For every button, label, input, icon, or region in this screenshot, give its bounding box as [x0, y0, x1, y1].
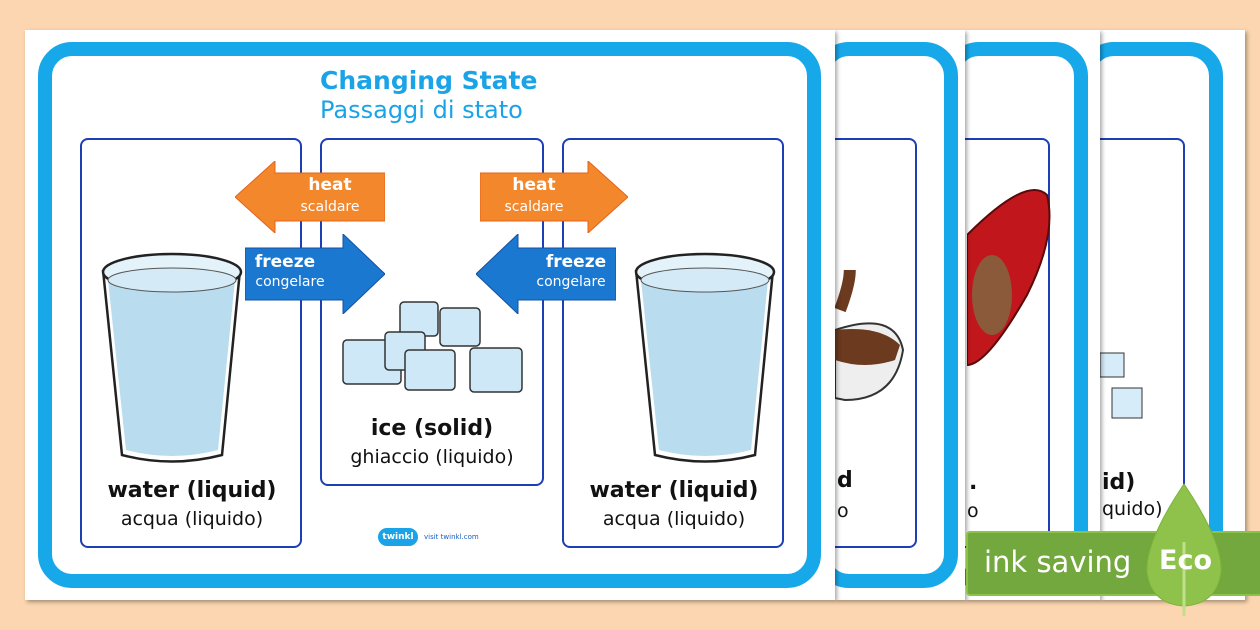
heat-label: heat: [512, 175, 556, 195]
freeze-label-it: congelare: [536, 274, 606, 290]
panel-label-it: acqua (liquido): [602, 508, 746, 530]
panel-label-en: water (liquid): [107, 478, 277, 503]
page-title: Changing State: [320, 66, 538, 95]
twinkl-link[interactable]: visit twinkl.com: [424, 533, 479, 541]
heat-arrow-right: heat scaldare: [480, 161, 628, 233]
panel-label-en: water (liquid): [589, 478, 759, 503]
ice-cubes-icon: [1100, 352, 1143, 419]
leaf-icon: [1146, 483, 1222, 616]
freeze-label: freeze: [254, 252, 316, 272]
back-page-text: id): [1102, 470, 1136, 495]
ink-saving-label: ink saving: [984, 545, 1132, 579]
panel-label-it: acqua (liquido): [120, 508, 264, 530]
heat-arrow-left: heat scaldare: [235, 161, 385, 233]
twinkl-logo: twinkl: [378, 528, 418, 546]
chocolate-box-icon: [967, 189, 1051, 367]
water-glass-icon: [634, 252, 776, 463]
panel-label-en: ice (solid): [370, 416, 494, 441]
back-page-text: d: [837, 468, 853, 493]
panel-label-it: ghiaccio (liquido): [350, 446, 514, 468]
back-page-text: o: [837, 500, 849, 522]
freeze-label: freeze: [545, 252, 607, 272]
page-subtitle: Passaggi di stato: [320, 96, 523, 124]
heat-label-it: scaldare: [300, 199, 360, 215]
heat-label-it: scaldare: [504, 199, 564, 215]
back-page-1: d o: [835, 30, 965, 600]
eco-label: Eco: [1159, 545, 1212, 576]
back-page-2: . o: [965, 30, 1100, 600]
freeze-arrow-left: freeze congelare: [476, 234, 616, 314]
water-glass-icon: [101, 252, 243, 463]
back-page-text: o: [967, 500, 979, 522]
back-page-text: quido): [1102, 498, 1163, 520]
freeze-arrow-right: freeze congelare: [245, 234, 385, 314]
chocolate-bowl-icon: [835, 270, 905, 402]
back-page-3: id) quido): [1100, 30, 1245, 600]
ice-cubes-icon: [342, 301, 523, 393]
heat-label: heat: [308, 175, 352, 195]
back-page-text: .: [969, 470, 978, 495]
freeze-label-it: congelare: [255, 274, 325, 290]
